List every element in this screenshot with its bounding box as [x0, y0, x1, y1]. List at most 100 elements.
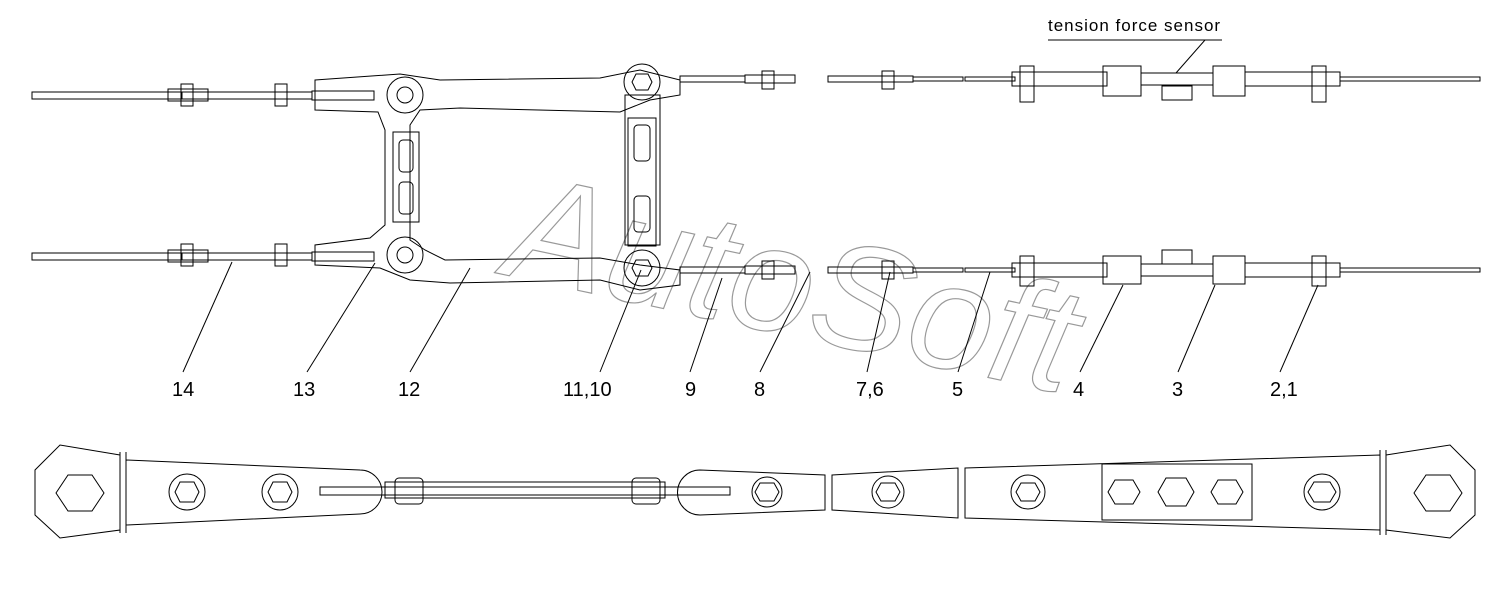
- side-nut-3: [1210, 479, 1244, 505]
- plate-upper-a: [167, 88, 209, 102]
- side-pin-5: [1010, 474, 1046, 510]
- yoke-right-arm: [624, 94, 661, 246]
- callout-11-10: 11,10: [563, 379, 612, 401]
- side-center-nut: [1157, 477, 1195, 507]
- callout-14: 14: [172, 379, 194, 401]
- leader-2-1: [1279, 284, 1319, 373]
- sensor-lower-body: [1161, 249, 1193, 265]
- nut-bottom-right: [631, 259, 653, 277]
- leader-11-10: [599, 269, 642, 373]
- end-nut-right: [1413, 474, 1463, 512]
- side-link-1: [125, 459, 383, 526]
- leader-lines: [182, 261, 1319, 373]
- bar-upper-9: [679, 75, 746, 83]
- side-pin-7: [871, 475, 905, 509]
- side-clamp-a: [394, 477, 424, 505]
- link-upper-8: [744, 74, 796, 84]
- thin-lower-5: [912, 267, 964, 273]
- yoke-eye-bottom-right: [623, 249, 661, 287]
- leader-5: [957, 271, 991, 373]
- side-clamp-b: [631, 477, 661, 505]
- sensor-label: tension force sensor: [1048, 16, 1221, 35]
- plate-lower-a: [167, 249, 209, 263]
- clamp-lower-b: [274, 243, 288, 267]
- side-nut-2: [267, 481, 293, 503]
- leader-14: [182, 261, 233, 373]
- callout-3: 3: [1172, 379, 1183, 401]
- cross-block-right: [627, 117, 657, 247]
- yoke: [314, 63, 681, 291]
- yoke-eye-top-right: [623, 63, 661, 101]
- clamp-lower-4a: [1019, 255, 1035, 287]
- sensor-annotation: tension force sensor: [1048, 16, 1222, 74]
- callout-7-6: 7,6: [856, 379, 884, 401]
- callout-2-1: 2,1: [1270, 379, 1298, 401]
- block-lower-4: [1102, 255, 1142, 285]
- block-upper-3: [1212, 65, 1246, 97]
- yoke-pin-bottom-left: [396, 246, 414, 264]
- side-pin-2: [261, 473, 299, 511]
- sensor-leader: [1175, 39, 1222, 74]
- clamp-upper-2: [1311, 65, 1327, 103]
- clamp-upper-4a: [1019, 65, 1035, 103]
- bar-upper-right: [1339, 76, 1481, 82]
- cross-slot-right-b: [633, 195, 651, 233]
- leader-9: [689, 277, 723, 373]
- leader-7-6: [866, 271, 891, 373]
- side-tube: [384, 481, 666, 499]
- side-nut-2-1: [1307, 481, 1337, 503]
- nut-top-right: [631, 73, 653, 91]
- clamp-lower-2: [1311, 255, 1327, 287]
- block-lower-3: [1212, 255, 1246, 285]
- sensor-upper: [1140, 72, 1214, 86]
- link-lower-left: [181, 252, 313, 261]
- left-bar-lower: [31, 252, 183, 261]
- yoke-eye-bottom-left: [386, 236, 424, 274]
- thin-upper-5b: [964, 76, 1016, 82]
- side-pin-1: [168, 473, 206, 511]
- clamp-upper-a: [180, 83, 194, 107]
- leader-12: [409, 267, 471, 373]
- thin-upper-5: [912, 76, 964, 82]
- link-lower-8: [744, 265, 796, 275]
- side-pin-2-1: [1303, 473, 1341, 511]
- clamp-lower-8: [761, 260, 775, 280]
- yoke-pin-top-left: [396, 86, 414, 104]
- side-sensor-block: [1101, 463, 1253, 521]
- cross-block-left: [392, 131, 420, 223]
- chain-upper-4: [1011, 71, 1108, 87]
- side-nut-1: [174, 481, 200, 503]
- end-nut-left: [55, 474, 105, 512]
- end-eye-right: [1385, 444, 1476, 539]
- link-lower-mid: [1140, 263, 1214, 277]
- link-upper-left: [181, 91, 313, 100]
- callout-12: 12: [398, 379, 420, 401]
- callout-8: 8: [754, 379, 765, 401]
- clamp-upper-7: [881, 70, 895, 90]
- sensor-body: [1161, 85, 1193, 101]
- leader-3: [1177, 284, 1216, 373]
- bar-end-lower-left: [311, 251, 375, 262]
- side-view: [34, 444, 1476, 539]
- yoke-outline: [314, 69, 681, 291]
- side-nut-8: [754, 482, 780, 502]
- block-upper-4: [1102, 65, 1142, 97]
- cross-slot-left-b: [398, 181, 414, 215]
- side-pin-8: [751, 476, 783, 508]
- chain-lower-4: [1011, 262, 1108, 278]
- bar-end-upper-left: [311, 90, 375, 101]
- callout-9: 9: [685, 379, 696, 401]
- end-eye-left: [34, 444, 121, 539]
- clamp-upper-8: [761, 70, 775, 90]
- callout-5: 5: [952, 379, 963, 401]
- side-sensor-link: [964, 454, 1381, 531]
- cross-slot-left-a: [398, 139, 414, 173]
- yoke-eye-top-left: [386, 76, 424, 114]
- bar-lower-right: [1339, 267, 1481, 273]
- side-long-bar: [319, 486, 731, 496]
- callout-13: 13: [293, 379, 315, 401]
- side-nut-4: [1107, 479, 1141, 505]
- upper-rail: [31, 65, 1481, 107]
